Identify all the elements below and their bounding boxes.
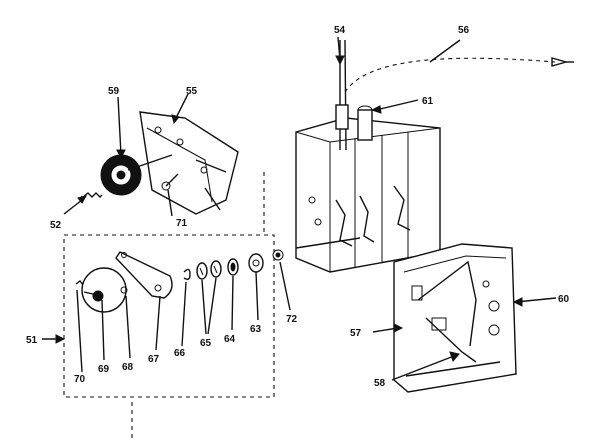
part-55-bracket xyxy=(139,111,239,215)
label-51: 51 xyxy=(26,335,38,346)
label-59: 59 xyxy=(108,86,120,97)
part-61-pin xyxy=(357,105,373,141)
label-65: 65 xyxy=(200,338,212,349)
part-72-washer xyxy=(272,249,284,261)
label-67: 67 xyxy=(148,354,160,365)
part-64-ring xyxy=(227,258,239,276)
label-69: 69 xyxy=(98,364,110,375)
center-housing xyxy=(295,117,441,273)
part-69-disc xyxy=(81,267,127,313)
label-52: 52 xyxy=(50,220,62,231)
leader-lines xyxy=(42,36,557,381)
label-72: 72 xyxy=(286,314,298,325)
label-56: 56 xyxy=(458,25,470,36)
label-54: 54 xyxy=(334,25,346,36)
part-65-washers xyxy=(196,260,222,280)
part-70-clip xyxy=(75,280,84,286)
label-71: 71 xyxy=(176,218,188,229)
label-70: 70 xyxy=(74,374,86,385)
part-56-wire xyxy=(344,57,574,93)
label-66: 66 xyxy=(174,348,186,359)
reference-labels: 51 52 54 55 56 57 58 59 60 61 63 64 65 6… xyxy=(26,25,570,389)
subassembly-51-box xyxy=(63,172,275,440)
part-63-nut xyxy=(248,253,264,273)
part-71-screw xyxy=(161,173,179,191)
label-60: 60 xyxy=(558,294,570,305)
label-55: 55 xyxy=(186,86,198,97)
part-67-lever xyxy=(115,251,173,299)
part-66-spring xyxy=(183,268,191,281)
part-68-washer xyxy=(120,286,128,294)
part-57-plate xyxy=(393,243,517,393)
label-68: 68 xyxy=(122,362,134,373)
label-58: 58 xyxy=(374,378,386,389)
label-61: 61 xyxy=(422,96,434,107)
label-63: 63 xyxy=(250,324,262,335)
label-57: 57 xyxy=(350,328,362,339)
label-64: 64 xyxy=(224,334,236,345)
part-59-gear xyxy=(100,154,173,196)
